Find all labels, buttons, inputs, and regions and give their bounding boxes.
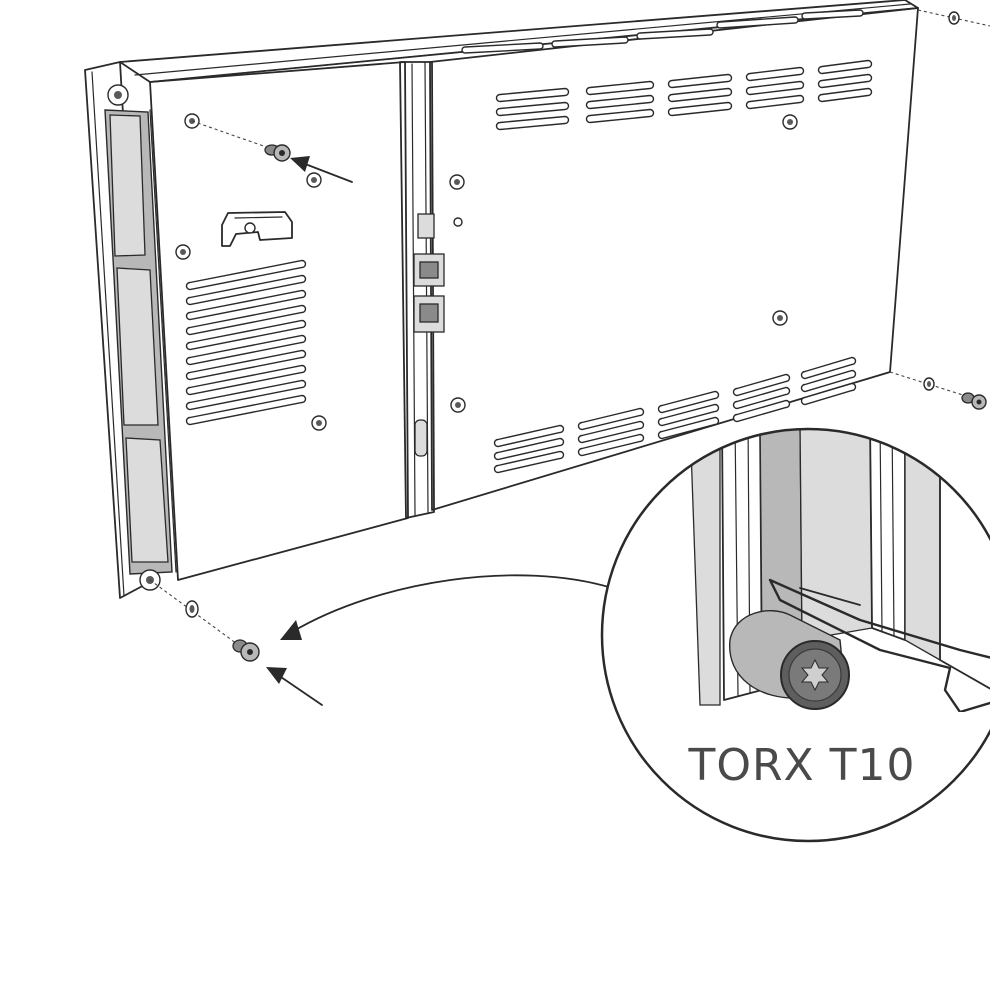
vent-slot [185,349,307,381]
vent-slot [657,403,720,427]
arrow-icon [266,667,323,706]
vent-slot [185,394,307,426]
zoom-callout: TORX T10 [600,427,990,843]
gasket-segment-2 [116,267,159,426]
callout-label: TORX T10 [687,740,915,791]
vent-slot [745,80,805,96]
vent-slot [732,373,791,397]
vent-slot [817,87,873,103]
vent-slot [667,73,733,89]
vent-slot [495,101,570,117]
vent-slot [657,416,720,440]
vent-slot [716,16,799,29]
vent-slot [732,386,791,410]
top-vent-slots [461,9,864,54]
vent-slot [185,259,307,291]
vent-slot [577,420,645,444]
vent-slot [800,369,857,393]
callout-circle-border [600,427,990,843]
vent-slot [495,115,570,131]
rail-slot [414,419,428,457]
vent-slot [800,356,857,380]
gasket-edge [149,109,177,573]
vent-slot [817,59,873,75]
vent-slot [493,450,565,474]
screw-right-bottom [889,371,987,410]
vent-slot [585,94,655,110]
vent-slot [185,364,307,396]
vent-slot [493,437,565,461]
vent-slot [185,319,307,351]
screw-right-top [917,9,990,27]
right-upper-vents [495,59,873,131]
vent-slot [745,94,805,110]
vent-slot [636,28,714,40]
gasket-segment-1 [109,114,146,257]
ethernet-ports [413,213,445,457]
washer-icon [185,600,199,618]
torx-drive-icon [800,658,830,692]
ground-lug [221,211,293,247]
vent-slot [185,334,307,366]
left-vent-slots [185,259,307,426]
vent-slot [585,80,655,96]
vent-slot [493,424,565,448]
left-back-panel [149,61,409,581]
vent-slot [495,87,570,103]
vent-slot [185,289,307,321]
washer-icon [923,377,935,391]
right-lower-vents [493,356,857,474]
vent-slot [800,382,857,406]
vent-slot [577,407,645,431]
screw-icon [232,639,260,662]
vent-slot [551,36,629,48]
vent-slot [667,87,733,103]
washer-icon [948,11,960,25]
callout-pointer-arrow [280,574,613,640]
vent-slot [577,433,645,457]
vent-slot [185,304,307,336]
top-bevel [134,3,911,76]
vent-slot [801,9,864,20]
gasket-segment-3 [125,437,169,563]
screw-bottom-left [149,579,323,706]
hinge-top-center [114,91,122,99]
vent-slot [657,390,720,414]
panel-housing [84,0,919,599]
mounting-holes-right [449,114,798,413]
screw-icon [264,144,291,162]
vent-slot [732,399,791,423]
vent-slot [667,101,733,117]
vent-slot [745,66,805,82]
center-rail [399,61,435,519]
vent-slot [817,73,873,89]
vent-slot [585,108,655,124]
vent-slot [461,42,544,54]
bezel-inner-line [91,71,125,597]
screw-top-left [191,120,353,183]
vent-slot [185,274,307,306]
arrow-icon [290,156,353,183]
rail-connector [417,213,435,239]
callout-detail [689,429,990,714]
vent-slot [185,379,307,411]
screw-icon [961,392,987,410]
